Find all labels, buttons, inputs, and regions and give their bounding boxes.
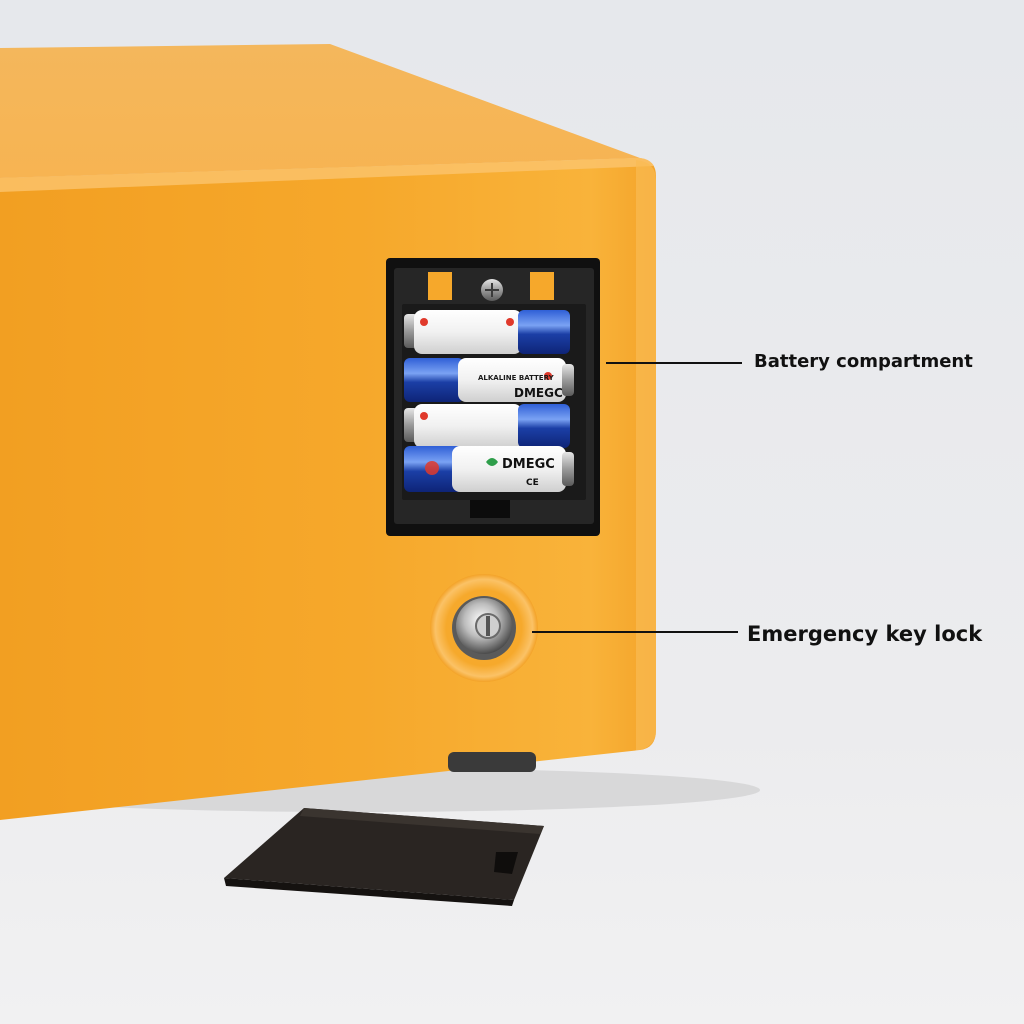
battery-cover-lid	[224, 808, 544, 906]
battery-4	[404, 446, 574, 492]
emergency-key-lock	[430, 574, 538, 682]
battery-1	[404, 310, 570, 354]
battery-3	[404, 404, 570, 448]
leaf-icon	[486, 458, 498, 466]
battery-4-mark-label: CE	[526, 478, 539, 488]
emergency-key-lock-label: Emergency key lock	[747, 622, 983, 646]
battery-2-type-label: ALKALINE BATTERY	[478, 374, 555, 382]
keyhole-icon	[475, 613, 501, 639]
battery-2	[404, 358, 574, 402]
battery-4-brand-label: DMEGC	[502, 457, 555, 472]
battery-2-brand-label: DMEGC	[514, 386, 563, 400]
battery-compartment-label: Battery compartment	[754, 351, 973, 372]
screw-icon	[481, 279, 503, 301]
